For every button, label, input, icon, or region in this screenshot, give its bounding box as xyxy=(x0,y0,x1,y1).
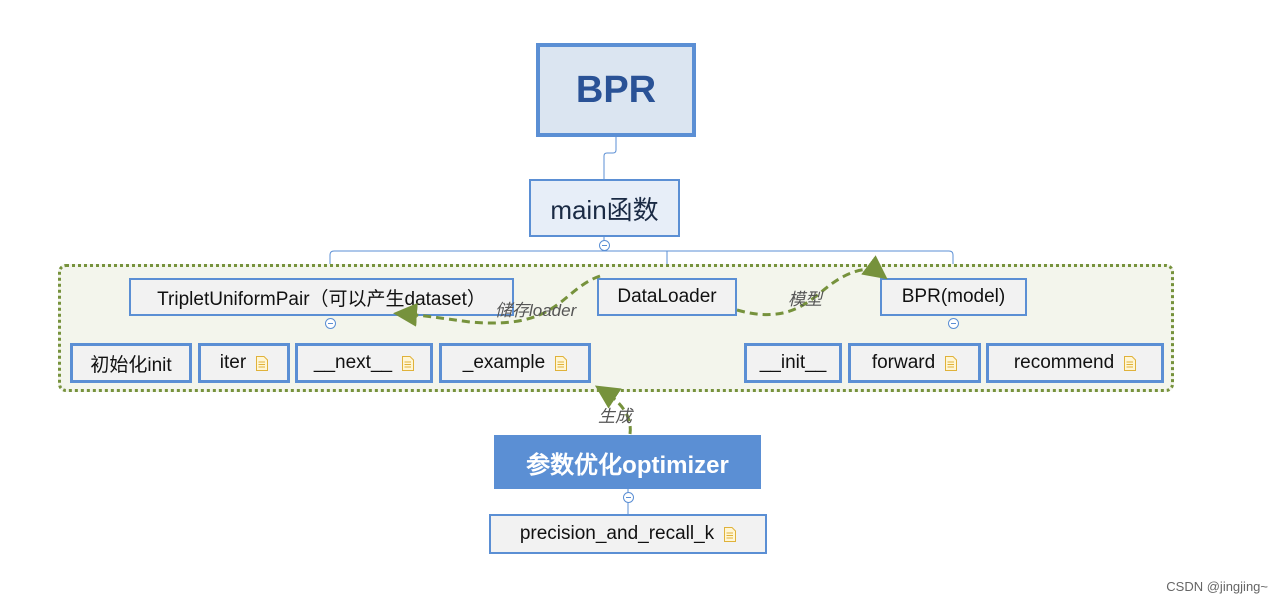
optimizer-node[interactable]: 参数优化optimizer xyxy=(494,435,761,489)
dataloader-label: DataLoader xyxy=(617,286,717,307)
model-child-init[interactable]: __init__ xyxy=(744,343,842,383)
triplet-child-iter[interactable]: iter xyxy=(198,343,290,383)
model-label: BPR(model) xyxy=(901,286,1006,307)
triplet-child-example[interactable]: _example xyxy=(439,343,591,383)
main-label: main函数 xyxy=(550,194,659,225)
main-node[interactable]: main函数 xyxy=(529,179,680,237)
main-branch-bus xyxy=(329,250,954,278)
model-child-label: forward xyxy=(871,352,936,373)
store-loader-arrow xyxy=(393,274,601,327)
dataloader-node[interactable]: DataLoader xyxy=(597,278,737,316)
triplet-child-label: __next__ xyxy=(313,352,393,373)
root-label: BPR xyxy=(575,68,657,111)
note-icon[interactable] xyxy=(256,355,269,371)
store-loader-label: 储存loader xyxy=(495,301,577,320)
root-main-connector xyxy=(603,137,617,179)
model-node[interactable]: BPR(model) xyxy=(880,278,1027,316)
note-icon[interactable] xyxy=(724,526,737,542)
note-icon[interactable] xyxy=(945,355,958,371)
generate-arrow xyxy=(594,385,632,435)
metric-label: precision_and_recall_k xyxy=(519,523,715,544)
triplet-collapse-icon[interactable] xyxy=(325,318,336,329)
root-node[interactable]: BPR xyxy=(536,43,696,137)
model-child-label: __init__ xyxy=(759,352,827,373)
triplet-child-init[interactable]: 初始化init xyxy=(70,343,192,383)
model-relation-label: 模型 xyxy=(788,290,822,309)
triplet-child-next[interactable]: __next__ xyxy=(295,343,433,383)
optimizer-collapse-icon[interactable] xyxy=(623,492,634,503)
note-icon[interactable] xyxy=(555,355,568,371)
model-child-label: recommend xyxy=(1013,352,1115,373)
model-arrow xyxy=(736,255,888,317)
watermark: CSDN @jingjing~ xyxy=(1166,579,1268,594)
note-icon[interactable] xyxy=(402,355,415,371)
main-collapse-icon[interactable] xyxy=(599,240,610,251)
metric-node[interactable]: precision_and_recall_k xyxy=(489,514,767,554)
triplet-child-label: 初始化init xyxy=(90,354,172,376)
generate-label: 生成 xyxy=(598,407,632,426)
optimizer-label: 参数优化optimizer xyxy=(526,451,729,479)
note-icon[interactable] xyxy=(1124,355,1137,371)
model-collapse-icon[interactable] xyxy=(948,318,959,329)
triplet-child-label: iter xyxy=(219,352,247,373)
model-child-recommend[interactable]: recommend xyxy=(986,343,1164,383)
triplet-child-label: _example xyxy=(462,352,546,373)
model-child-forward[interactable]: forward xyxy=(848,343,981,383)
